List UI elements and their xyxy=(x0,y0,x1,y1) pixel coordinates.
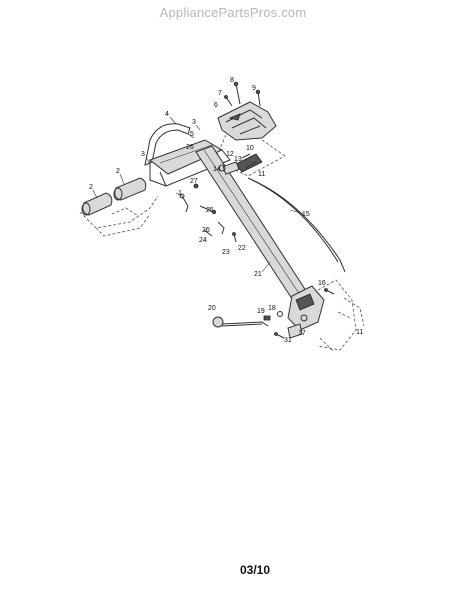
callout-13: 13 xyxy=(234,156,242,163)
callout-27: 27 xyxy=(190,178,198,185)
handle-grip-left xyxy=(81,192,113,216)
engine-ghost-lines xyxy=(317,279,365,353)
throttle-control-part xyxy=(218,153,263,175)
callout-4: 4 xyxy=(165,111,169,118)
callout-11a: 11 xyxy=(258,171,265,178)
callout-9: 9 xyxy=(252,85,256,92)
callout-14: 14 xyxy=(213,166,221,173)
callout-5: 5 xyxy=(190,131,194,138)
lower-tube-bracket-part xyxy=(287,285,325,331)
callout-21: 21 xyxy=(254,271,262,278)
callout-1: 1 xyxy=(178,190,182,197)
callout-12: 12 xyxy=(226,151,234,158)
handle-grip-right xyxy=(113,177,147,201)
callout-7: 7 xyxy=(218,90,222,97)
callout-26a: 26 xyxy=(186,144,194,151)
callout-25: 25 xyxy=(206,207,214,214)
callout-3a: 3 xyxy=(141,151,145,158)
leader-lines xyxy=(92,116,305,273)
callout-2a: 2 xyxy=(89,184,93,191)
shift-rod-part xyxy=(212,316,269,328)
callout-15: 15 xyxy=(302,211,310,218)
lever-hardware xyxy=(179,183,237,243)
callout-10: 10 xyxy=(246,145,254,152)
page-code: 03/10 xyxy=(240,563,271,577)
engine-shroud-part xyxy=(217,101,277,141)
callout-26b: 26 xyxy=(202,227,210,234)
callout-3b: 3 xyxy=(192,119,196,126)
callout-6: 6 xyxy=(214,102,218,109)
callout-11b: 11 xyxy=(356,329,363,336)
callout-8: 8 xyxy=(230,77,234,84)
watermark-text: AppliancePartsPros.com xyxy=(159,5,307,20)
shroud-screws xyxy=(224,81,261,107)
callout-2b: 2 xyxy=(116,168,120,175)
callout-16: 16 xyxy=(318,280,326,287)
grip-bracket-ghost xyxy=(79,195,159,237)
callout-23: 23 xyxy=(222,249,230,256)
callout-19: 19 xyxy=(257,308,265,315)
callout-20: 20 xyxy=(208,305,216,312)
callout-18: 18 xyxy=(268,305,276,312)
callout-22: 22 xyxy=(238,245,246,252)
callout-17: 17 xyxy=(298,330,306,337)
callout-24: 24 xyxy=(199,237,207,244)
mounting-hardware xyxy=(263,288,335,339)
callout-31: 31 xyxy=(284,337,292,344)
callout-labels: 1 2 2 3 3 4 5 6 7 8 9 10 11 11 12 13 14 … xyxy=(89,77,363,344)
